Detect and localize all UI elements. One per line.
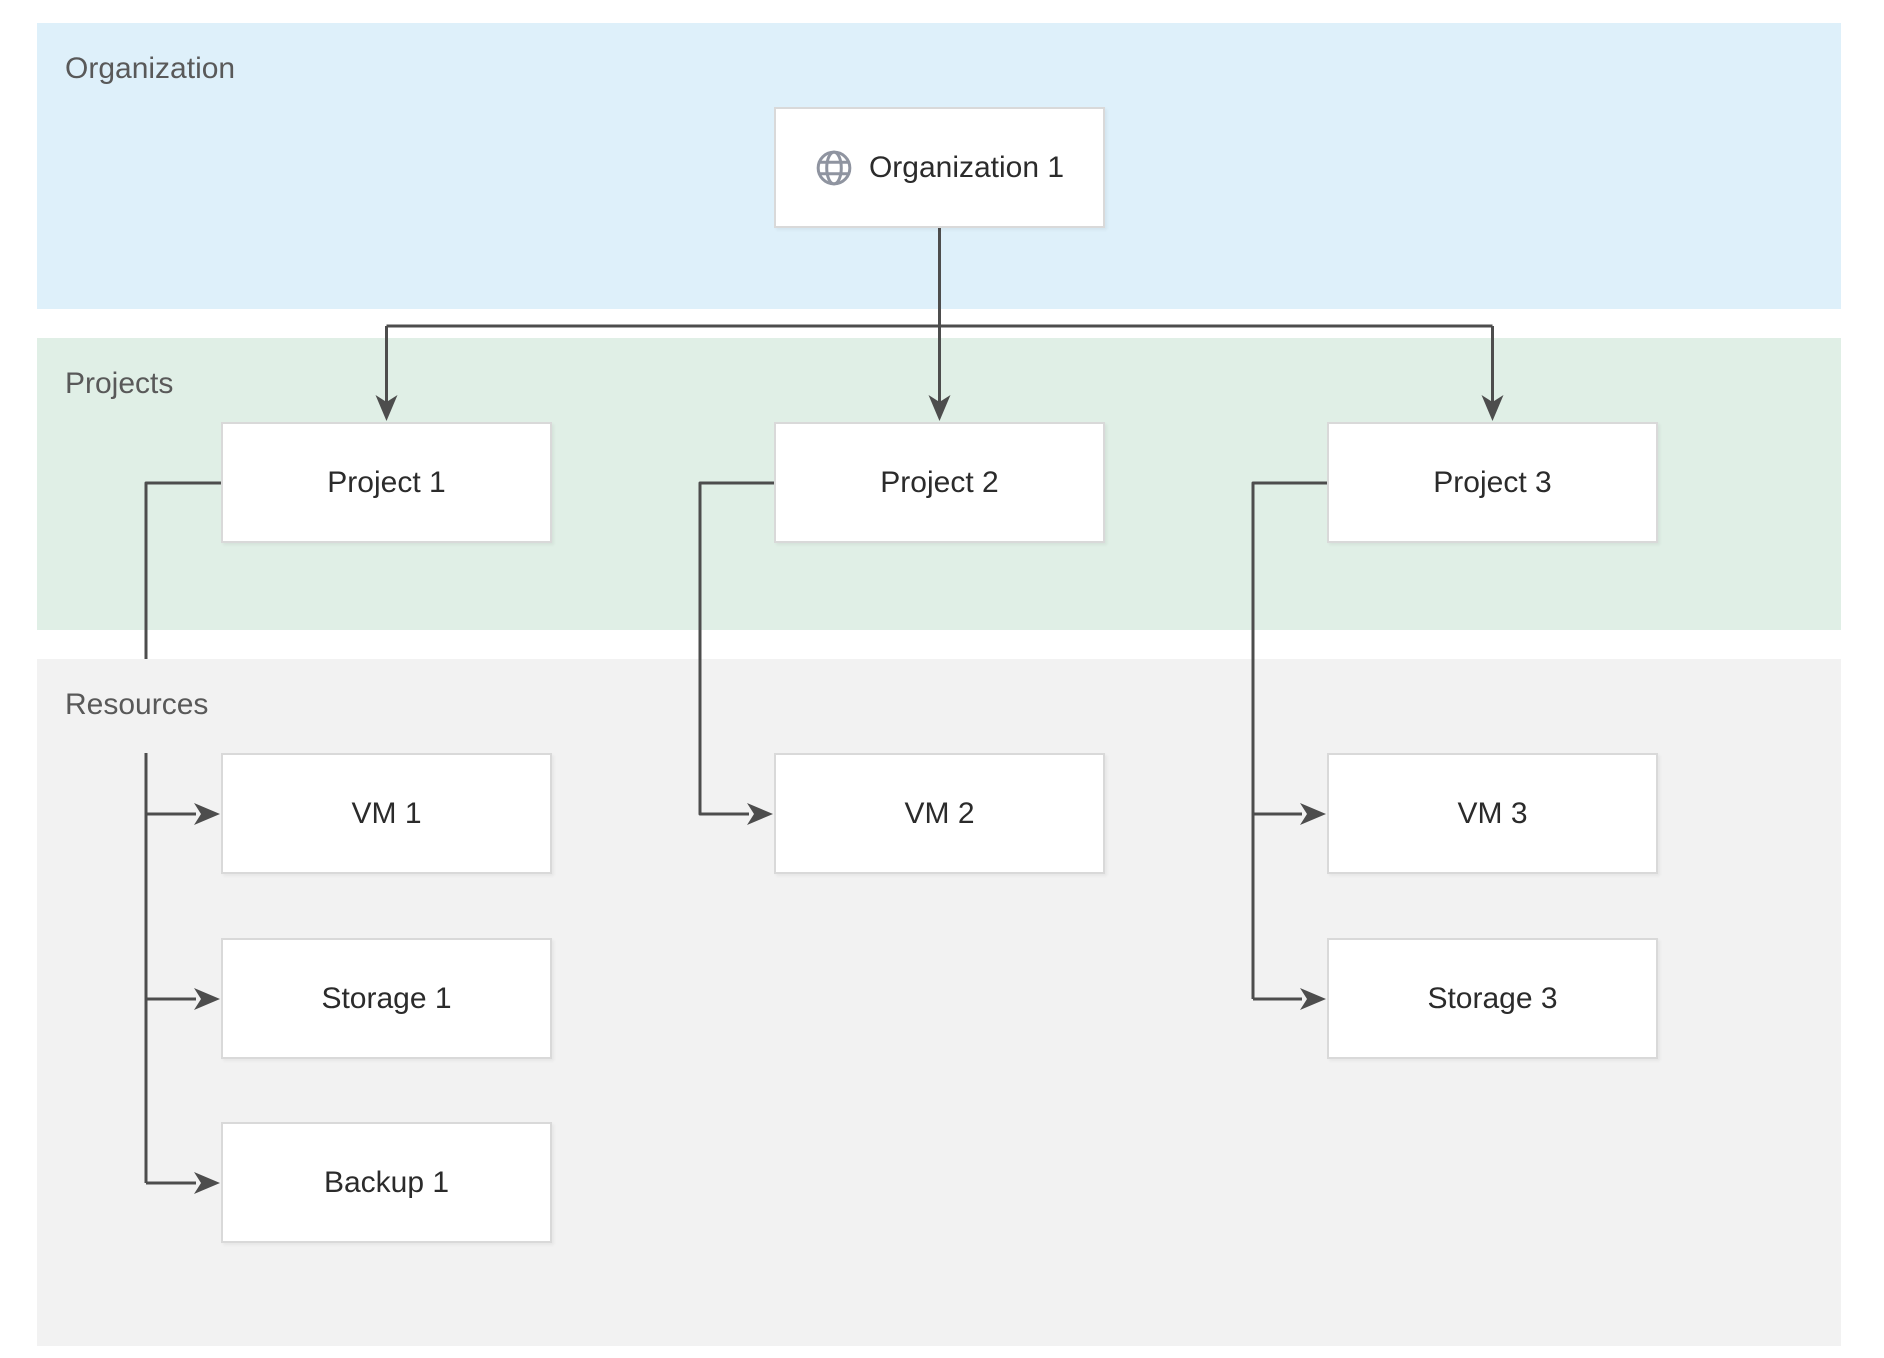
node-vm-2[interactable]: VM 2 (774, 753, 1105, 874)
node-storage-1[interactable]: Storage 1 (221, 938, 552, 1059)
resources-band-label: Resources (65, 688, 209, 721)
node-project-3[interactable]: Project 3 (1327, 422, 1658, 543)
node-label: VM 1 (351, 796, 422, 830)
node-label: Storage 1 (321, 981, 452, 1015)
node-label: VM 2 (904, 796, 975, 830)
node-label: Project 2 (880, 465, 999, 499)
node-project-2[interactable]: Project 2 (774, 422, 1105, 543)
organization-band-label: Organization (65, 52, 236, 85)
projects-band-label: Projects (65, 367, 174, 400)
node-organization-1[interactable]: Organization 1 (774, 107, 1105, 228)
node-vm-3[interactable]: VM 3 (1327, 753, 1658, 874)
node-label: Storage 3 (1427, 981, 1558, 1015)
node-storage-3[interactable]: Storage 3 (1327, 938, 1658, 1059)
node-backup-1[interactable]: Backup 1 (221, 1122, 552, 1243)
node-label: Backup 1 (323, 1165, 450, 1199)
node-label: Organization 1 (868, 150, 1065, 184)
node-label: Project 3 (1433, 465, 1552, 499)
node-vm-1[interactable]: VM 1 (221, 753, 552, 874)
globe-icon (816, 150, 852, 185)
node-project-1[interactable]: Project 1 (221, 422, 552, 543)
node-label: Project 1 (327, 465, 446, 499)
node-label: VM 3 (1457, 796, 1528, 830)
